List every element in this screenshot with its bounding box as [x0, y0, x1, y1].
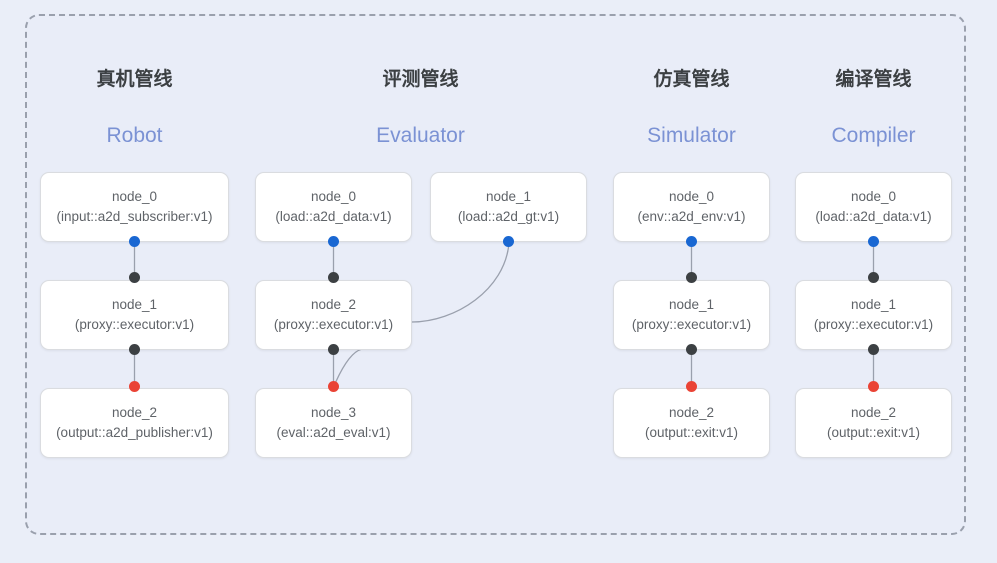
node-type: (output::a2d_publisher:v1): [56, 425, 213, 440]
column-title-cn-simulator: 仿真管线: [653, 69, 730, 90]
node-box[interactable]: node_1 (load::a2d_gt:v1): [430, 172, 587, 242]
port-input-icon[interactable]: [129, 272, 140, 283]
node-type: (env::a2d_env:v1): [637, 209, 746, 224]
node-name: node_1: [485, 189, 532, 204]
port-input-icon[interactable]: [328, 381, 339, 392]
node-name: node_1: [850, 297, 897, 312]
port-output-icon[interactable]: [686, 236, 697, 247]
node-type: (eval::a2d_eval:v1): [276, 425, 391, 440]
port-input-icon[interactable]: [686, 272, 697, 283]
port-output-icon[interactable]: [503, 236, 514, 247]
node-type: (proxy::executor:v1): [813, 317, 934, 332]
port-output-icon[interactable]: [328, 344, 339, 355]
node-box[interactable]: node_1 (proxy::executor:v1): [613, 280, 770, 350]
port-output-icon[interactable]: [328, 236, 339, 247]
port-output-icon[interactable]: [686, 344, 697, 355]
node-type: (load::a2d_data:v1): [275, 209, 392, 224]
node-name: node_2: [850, 405, 897, 420]
node-type: (proxy::executor:v1): [74, 317, 195, 332]
column-title-cn-evaluator: 评测管线: [382, 69, 459, 90]
node-name: node_1: [668, 297, 715, 312]
column-title-cn-compiler: 编译管线: [835, 69, 912, 90]
port-input-icon[interactable]: [328, 272, 339, 283]
node-name: node_0: [310, 189, 357, 204]
node-box[interactable]: node_0 (env::a2d_env:v1): [613, 172, 770, 242]
node-box[interactable]: node_0 (input::a2d_subscriber:v1): [40, 172, 229, 242]
node-box[interactable]: node_2 (output::a2d_publisher:v1): [40, 388, 229, 458]
node-box[interactable]: node_2 (output::exit:v1): [613, 388, 770, 458]
node-name: node_3: [310, 405, 357, 420]
node-name: node_0: [850, 189, 897, 204]
node-type: (output::exit:v1): [644, 425, 739, 440]
port-input-icon[interactable]: [129, 381, 140, 392]
port-input-icon[interactable]: [868, 381, 879, 392]
column-title-en-simulator: Simulator: [647, 124, 736, 147]
node-box[interactable]: node_2 (proxy::executor:v1): [255, 280, 412, 350]
node-type: (proxy::executor:v1): [631, 317, 752, 332]
column-title-cn-robot: 真机管线: [96, 69, 173, 90]
node-box[interactable]: node_0 (load::a2d_data:v1): [795, 172, 952, 242]
port-output-icon[interactable]: [129, 344, 140, 355]
node-type: (load::a2d_gt:v1): [457, 209, 560, 224]
column-title-en-robot: Robot: [106, 124, 163, 147]
node-box[interactable]: node_1 (proxy::executor:v1): [40, 280, 229, 350]
port-input-icon[interactable]: [686, 381, 697, 392]
column-title-en-compiler: Compiler: [831, 124, 916, 147]
port-output-icon[interactable]: [868, 236, 879, 247]
node-type: (input::a2d_subscriber:v1): [56, 209, 213, 224]
column-title-en-evaluator: Evaluator: [376, 124, 465, 147]
node-box[interactable]: node_0 (load::a2d_data:v1): [255, 172, 412, 242]
node-name: node_0: [668, 189, 715, 204]
node-type: (proxy::executor:v1): [273, 317, 394, 332]
node-name: node_1: [111, 297, 158, 312]
node-type: (load::a2d_data:v1): [815, 209, 932, 224]
port-output-icon[interactable]: [868, 344, 879, 355]
node-box[interactable]: node_1 (proxy::executor:v1): [795, 280, 952, 350]
node-name: node_2: [111, 405, 158, 420]
node-box[interactable]: node_3 (eval::a2d_eval:v1): [255, 388, 412, 458]
port-output-icon[interactable]: [129, 236, 140, 247]
node-name: node_2: [668, 405, 715, 420]
node-name: node_0: [111, 189, 158, 204]
node-type: (output::exit:v1): [826, 425, 921, 440]
node-name: node_2: [310, 297, 357, 312]
node-box[interactable]: node_2 (output::exit:v1): [795, 388, 952, 458]
port-input-icon[interactable]: [868, 272, 879, 283]
